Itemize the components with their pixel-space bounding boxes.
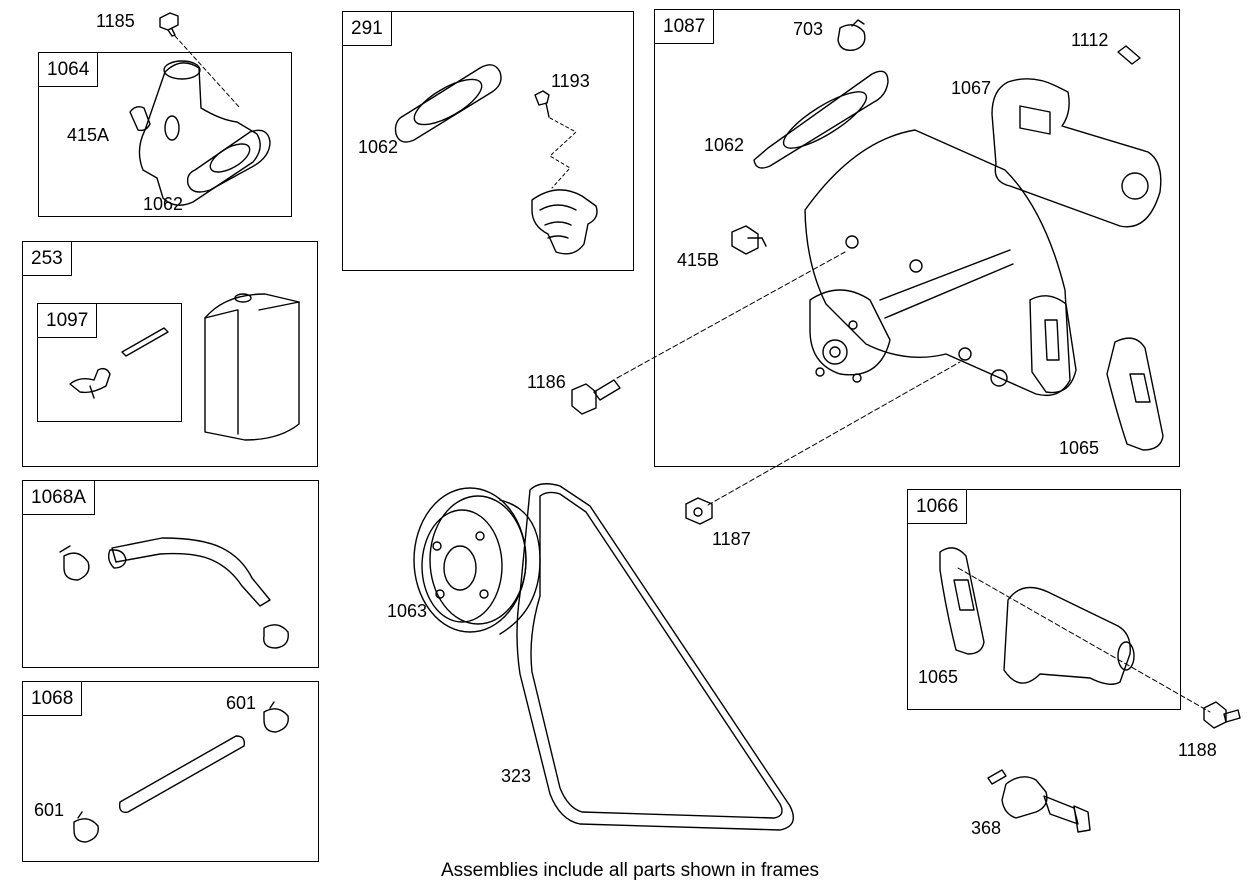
hose-1068-drawing [73, 701, 289, 843]
water-pump-drawing [616, 19, 1164, 506]
part-label-1186: 1186 [527, 372, 566, 392]
part-label-1062-b: 1062 [358, 137, 399, 157]
part-label-703: 703 [793, 19, 824, 39]
frame-tag-1068: 1068 [22, 681, 83, 716]
screw-1185-drawing [159, 12, 241, 109]
frame-1068A: 1068A [22, 480, 319, 668]
frame-tag-1066: 1066 [907, 489, 968, 524]
bolt-1188-drawing [1203, 701, 1241, 729]
part-label-1188: 1188 [1178, 740, 1217, 760]
frame-tag-1064: 1064 [38, 52, 99, 87]
part-label-1062-c: 1062 [704, 135, 745, 155]
nut-1187-drawing [685, 497, 713, 525]
gasket-291-drawing [394, 64, 598, 255]
part-label-1062-a: 1062 [143, 194, 184, 214]
sender-368-drawing [987, 769, 1091, 833]
part-label-1065-b: 1065 [918, 667, 959, 687]
frame-tag-1087: 1087 [654, 9, 715, 44]
hose-1097-drawing [69, 327, 169, 399]
frame-1064: 1064 [38, 52, 292, 217]
belt-323-drawing [516, 483, 794, 831]
part-label-1187: 1187 [712, 529, 751, 549]
part-label-1185: 1185 [96, 11, 135, 31]
frame-1068: 1068 [22, 681, 319, 862]
thermostat-housing-drawing [129, 60, 271, 206]
part-label-368: 368 [971, 818, 1002, 838]
frame-1087: 1087 [654, 9, 1180, 467]
part-label-601-a: 601 [226, 693, 257, 713]
frame-tag-291: 291 [342, 11, 392, 46]
frame-291: 291 [342, 11, 634, 271]
reservoir-253-drawing [204, 293, 300, 441]
frame-tag-1097: 1097 [37, 303, 98, 338]
part-label-1067: 1067 [951, 78, 992, 98]
elbow-1066-drawing [939, 547, 1211, 713]
part-label-415A: 415A [67, 125, 110, 145]
frame-1097: 1097 [37, 303, 182, 422]
part-label-1063: 1063 [387, 601, 428, 621]
footer-note: Assemblies include all parts shown in fr… [440, 860, 820, 881]
part-label-1065-a: 1065 [1059, 438, 1100, 458]
frame-tag-253: 253 [22, 241, 72, 276]
pulley-1063-drawing [413, 487, 541, 635]
part-label-1193: 1193 [551, 71, 590, 91]
frame-253: 253 [22, 241, 318, 467]
bolt-1186-drawing [571, 379, 621, 415]
hose-1068A-drawing [59, 537, 289, 649]
part-label-323: 323 [501, 766, 532, 786]
frame-1066: 1066 [907, 489, 1181, 710]
part-label-1112: 1112 [1071, 30, 1109, 50]
part-label-601-b: 601 [34, 800, 65, 820]
part-label-415B: 415B [677, 250, 720, 270]
frame-tag-1068A: 1068A [22, 480, 95, 515]
